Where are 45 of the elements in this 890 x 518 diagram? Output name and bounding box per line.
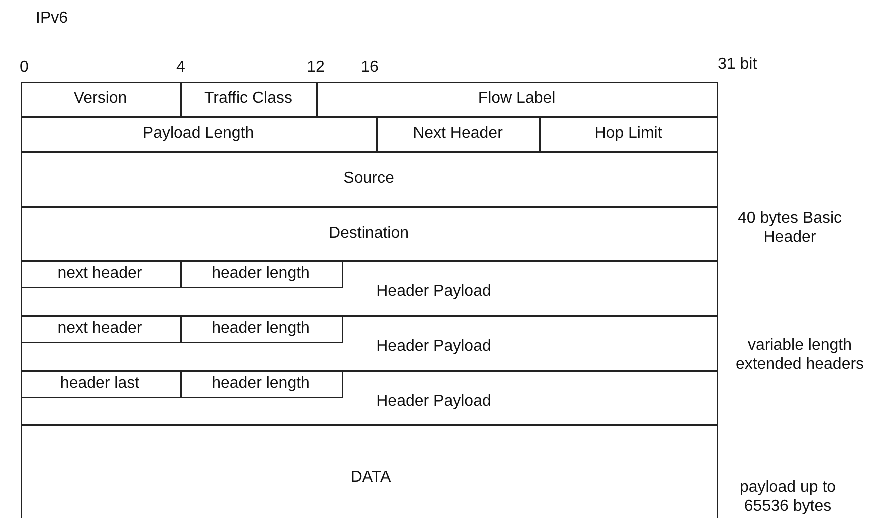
field-name: Traffic Class [204,90,292,108]
field-name: Next Header [413,125,503,143]
field-name: header length [212,320,310,338]
subfield-box [180,370,342,398]
field-box [21,371,718,425]
field-name: header last [60,374,140,392]
field-box [21,261,718,316]
field-name: Header Payload [376,338,492,356]
bit-position: 12 [307,58,325,77]
field-box [21,316,718,371]
field-box [21,117,377,152]
field-box [21,207,718,261]
field-name: Header Payload [376,283,492,301]
field-name: header length [212,264,310,282]
field-name: Flow Label [478,90,556,108]
subfield-box [180,316,342,342]
field-box [317,82,718,117]
field-name: Hop Limit [594,125,662,143]
bit-position: 0 [20,58,29,77]
subfield-box [20,370,180,398]
field-name: next header [58,264,142,282]
field-box [21,425,718,518]
field-name: Version [74,90,128,108]
field-name: Header Payload [376,393,492,411]
diagram-title: IPv6 [36,9,68,28]
field-box [377,117,540,152]
subfield-box [180,260,342,288]
field-box [181,82,317,117]
field-name: Destination [328,224,410,242]
section-note: variable length extended headers [734,336,866,374]
field-box [21,82,181,117]
section-note: payload up to 65536 bytes [738,478,838,516]
bit-position: 31 bit [718,55,758,74]
bit-position: 16 [361,58,379,77]
field-box [21,152,718,207]
field-box [540,117,718,152]
field-name: Payload Length [142,125,254,143]
field-name: DATA [350,469,392,487]
section-note: 40 bytes Basic Header [736,209,844,247]
bit-position: 4 [176,58,186,77]
subfield-box [20,316,180,342]
field-name: next header [58,320,142,338]
subfield-box [20,260,180,288]
field-name: header length [212,374,310,392]
field-name: Source [344,170,394,188]
